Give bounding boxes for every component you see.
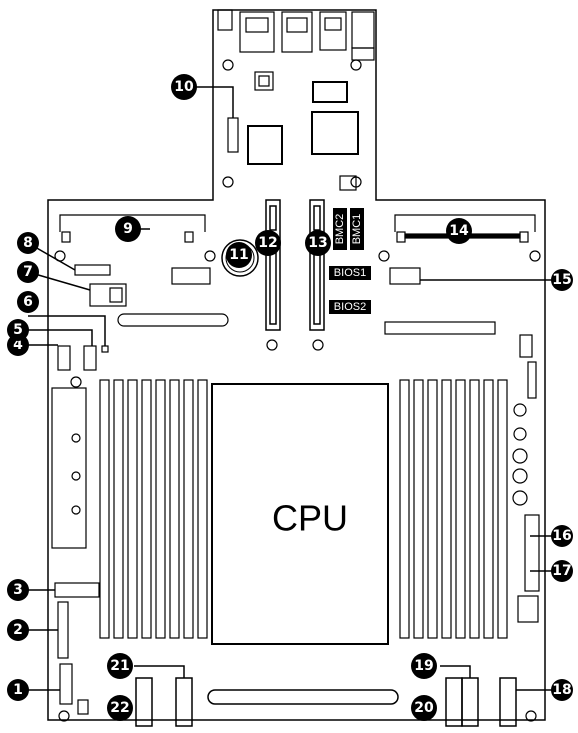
- callout-21: 21: [107, 653, 133, 679]
- svg-text:20: 20: [414, 700, 434, 716]
- callout-6: 6: [17, 291, 39, 313]
- rear-io-connectors: [217, 9, 375, 61]
- callout-10: 10: [171, 74, 197, 100]
- svg-text:13: 13: [308, 235, 327, 251]
- svg-text:11: 11: [229, 247, 248, 263]
- bmc2-chip: [333, 208, 347, 250]
- cpu-socket: [211, 383, 389, 645]
- svg-text:19: 19: [414, 658, 433, 674]
- upper-chips: [227, 71, 359, 191]
- callout-11: 11: [226, 242, 252, 268]
- svg-text:21: 21: [110, 658, 129, 674]
- dimm-slots-right: [399, 379, 508, 639]
- callout-16: 16: [551, 525, 573, 547]
- bios2-label: BIOS2: [334, 301, 366, 313]
- callout-2: 2: [7, 619, 29, 641]
- svg-text:14: 14: [449, 223, 469, 239]
- right-components: [384, 267, 540, 623]
- callout-9: 9: [115, 216, 141, 242]
- bmc2-label: BMC2: [334, 214, 346, 245]
- bottom-connectors: [135, 677, 517, 727]
- callouts: 1 2 3 4 5 6 7 8 9 10 11 12 13 14 15 16 1…: [7, 74, 573, 721]
- bmc-bios-chips: BMC2 BMC1 BIOS1 BIOS2: [329, 208, 371, 314]
- svg-text:2: 2: [13, 622, 23, 638]
- callout-7: 7: [17, 261, 39, 283]
- battery: [221, 239, 259, 277]
- svg-text:3: 3: [13, 582, 23, 598]
- callout-1: 1: [7, 679, 29, 701]
- svg-text:7: 7: [23, 264, 33, 280]
- callout-18: 18: [551, 679, 573, 701]
- pcie-slots: [265, 199, 325, 331]
- callout-19: 19: [411, 653, 437, 679]
- callout-17: 17: [551, 560, 573, 582]
- callout-13: 13: [305, 230, 331, 256]
- svg-text:16: 16: [552, 528, 571, 544]
- svg-text:8: 8: [23, 235, 33, 251]
- svg-text:12: 12: [258, 235, 277, 251]
- svg-text:4: 4: [13, 337, 23, 353]
- mounting-holes-mid: [54, 250, 541, 722]
- svg-text:10: 10: [174, 79, 194, 95]
- bmc1-chip: [350, 208, 364, 250]
- callout-3: 3: [7, 579, 29, 601]
- bmc1-label: BMC1: [351, 214, 363, 245]
- cpu-label: CPU: [272, 498, 348, 539]
- mounting-holes-top: [222, 59, 362, 188]
- svg-text:6: 6: [23, 294, 33, 310]
- svg-text:1: 1: [13, 682, 23, 698]
- svg-text:9: 9: [123, 221, 133, 237]
- board-outline: [47, 9, 546, 721]
- bios2-chip: [329, 300, 371, 314]
- bios1-label: BIOS1: [334, 267, 366, 279]
- bios1-chip: [329, 266, 371, 280]
- svg-text:22: 22: [110, 700, 129, 716]
- callout-12: 12: [255, 230, 281, 256]
- callout-15: 15: [551, 269, 573, 291]
- callout-20: 20: [411, 695, 437, 721]
- dimm-slots-left: [99, 379, 208, 639]
- svg-text:5: 5: [13, 322, 23, 338]
- callout-8: 8: [17, 232, 39, 254]
- svg-text:15: 15: [552, 272, 571, 288]
- callout-5: 5: [7, 319, 29, 341]
- callout-14: 14: [446, 218, 472, 244]
- svg-text:18: 18: [552, 682, 571, 698]
- svg-text:17: 17: [552, 563, 571, 579]
- callout-22: 22: [107, 695, 133, 721]
- left-components: [51, 264, 229, 715]
